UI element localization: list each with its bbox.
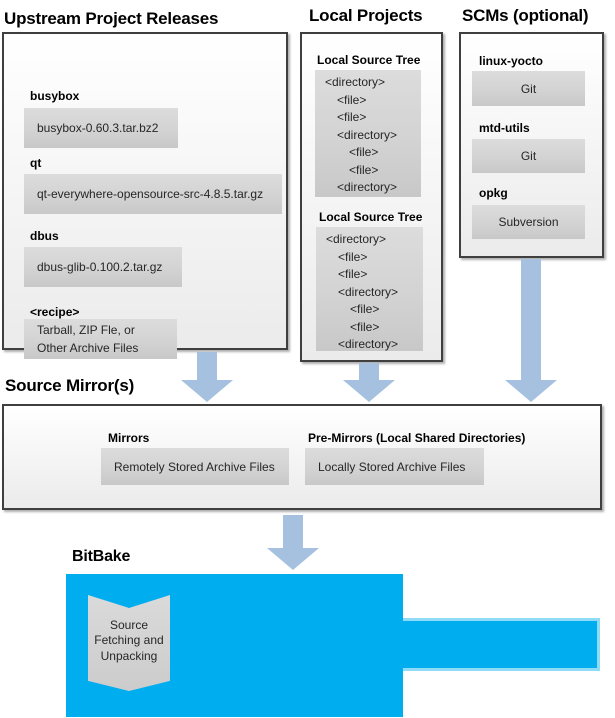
tree-line: <file>: [337, 92, 367, 107]
upstream-releases-box: busybox busybox-0.60.3.tar.bz2 qt qt-eve…: [2, 32, 288, 359]
local-source-tree-label: Local Source Tree: [319, 210, 423, 224]
bitbake-heading: BitBake: [72, 548, 131, 565]
upstream-entry-label: qt: [30, 156, 42, 170]
down-arrow-icon: [505, 259, 557, 402]
source-fetching-chevron: Source Fetching and Unpacking: [88, 595, 170, 691]
archive-file-name: qt-everywhere-opensource-src-4.8.5.tar.g…: [37, 187, 264, 201]
scm-type-box: Subversion: [472, 205, 585, 239]
upstream-entry-file-box: Tarball, ZIP Fle, or Other Archive Files: [24, 319, 177, 359]
scms-heading: SCMs (optional): [462, 6, 589, 25]
tree-line: <directory>: [325, 75, 386, 89]
archive-file-name: Tarball, ZIP Fle, or Other Archive Files: [37, 323, 139, 355]
tree-line: <file>: [349, 145, 379, 159]
tree-line: <directory>: [338, 337, 399, 351]
source-mirrors-box: Mirrors Remotely Stored Archive Files Pr…: [2, 404, 602, 510]
upstream-entry-label: <recipe>: [30, 305, 80, 319]
local-source-tree-label: Local Source Tree: [317, 53, 421, 67]
scm-entry-label: mtd-utils: [479, 121, 530, 135]
upstream-entry-file-box: qt-everywhere-opensource-src-4.8.5.tar.g…: [24, 174, 282, 214]
local-projects-heading: Local Projects: [309, 6, 423, 25]
tree-line: <file>: [338, 267, 368, 281]
mirrors-content-box: Remotely Stored Archive Files: [101, 448, 289, 485]
scm-type: Subversion: [498, 215, 559, 229]
tree-line: <file>: [337, 110, 367, 124]
upstream-entry-file-box: busybox-0.60.3.tar.bz2: [24, 108, 178, 148]
scm-entry-label: linux-yocto: [479, 54, 544, 68]
tree-line: <file>: [338, 249, 368, 264]
tree-line: <directory>: [337, 127, 398, 142]
scm-type-box: Git: [472, 71, 585, 106]
scm-type-box: Git: [472, 139, 585, 173]
scm-type: Git: [520, 149, 537, 163]
source-fetching-label: Source Fetching and Unpacking: [94, 617, 164, 663]
down-arrow-icon: [181, 352, 233, 402]
scms-box: linux-yocto Git mtd-utils Git opkg Subve…: [459, 32, 604, 258]
upstream-entry-label: busybox: [30, 89, 80, 103]
scm-type: Git: [520, 81, 537, 96]
tree-line: <file>: [350, 302, 380, 316]
tree-line: <file>: [349, 162, 379, 177]
tree-line: <directory>: [326, 232, 387, 246]
bitbake-pipeline-arm: [403, 618, 600, 671]
pre-mirrors-content: Locally Stored Archive Files: [318, 459, 466, 474]
pre-mirrors-content-box: Locally Stored Archive Files: [305, 448, 484, 485]
tree-line: <directory>: [338, 284, 399, 299]
down-arrow-icon: [267, 515, 319, 570]
archive-file-name: busybox-0.60.3.tar.bz2: [37, 121, 159, 135]
scm-entry-label: opkg: [479, 186, 508, 200]
mirrors-label: Mirrors: [108, 431, 150, 445]
archive-file-name: dbus-glib-0.100.2.tar.gz: [37, 260, 163, 274]
local-source-tree-box: <directory> <file> <file> <directory> <f…: [316, 227, 423, 351]
tree-line: <directory>: [337, 180, 398, 194]
upstream-releases-heading: Upstream Project Releases: [4, 9, 219, 28]
upstream-entry-file-box: dbus-glib-0.100.2.tar.gz: [24, 247, 182, 287]
mirrors-content: Remotely Stored Archive Files: [114, 459, 275, 474]
source-mirrors-heading: Source Mirror(s): [5, 376, 135, 395]
upstream-entry-label: dbus: [30, 229, 59, 243]
down-arrow-icon: [343, 363, 395, 402]
pre-mirrors-label: Pre-Mirrors (Local Shared Directories): [308, 431, 526, 445]
local-projects-box: Local Source Tree <directory> <file> <fi…: [300, 32, 443, 362]
local-source-tree-box: <directory> <file> <file> <directory> <f…: [315, 70, 421, 197]
tree-line: <file>: [350, 319, 380, 334]
